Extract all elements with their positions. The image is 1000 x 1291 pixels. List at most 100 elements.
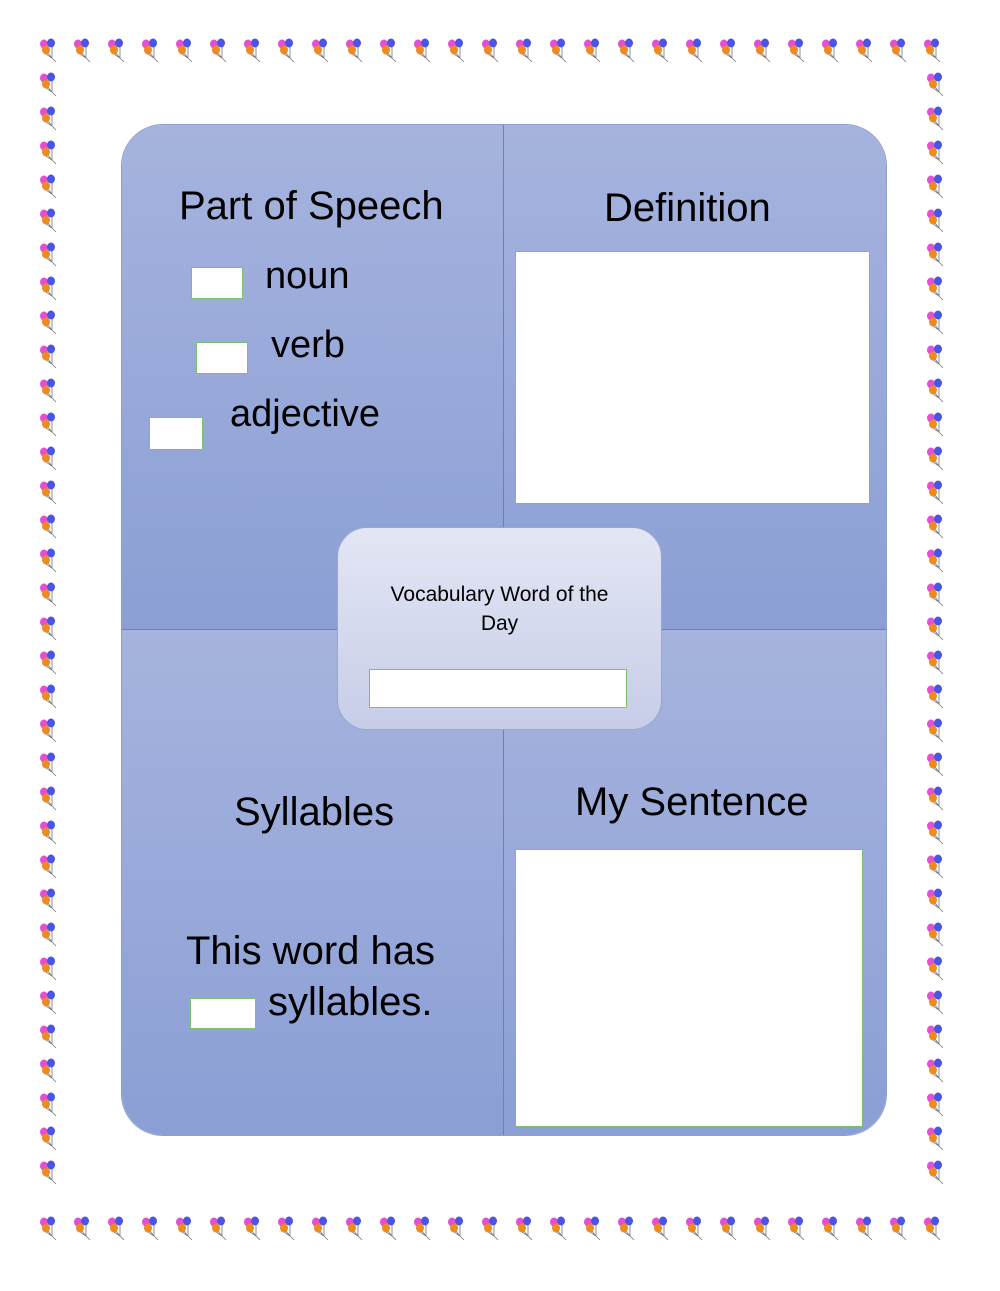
balloon-cluster-icon [927, 990, 944, 1015]
balloon-cluster-icon [652, 1216, 669, 1241]
balloon-cluster-icon [754, 1216, 771, 1241]
balloon-cluster-icon [244, 1216, 261, 1241]
balloon-cluster-icon [927, 582, 944, 607]
balloon-cluster-icon [40, 310, 57, 335]
balloon-cluster-icon [40, 888, 57, 913]
balloon-cluster-icon [652, 38, 669, 63]
syllables-heading: Syllables [234, 790, 395, 834]
balloon-cluster-icon [244, 38, 261, 63]
balloon-cluster-icon [40, 1126, 57, 1151]
balloon-cluster-icon [482, 38, 499, 63]
balloon-cluster-icon [927, 276, 944, 301]
balloon-cluster-icon [927, 174, 944, 199]
balloon-cluster-icon [448, 38, 465, 63]
balloon-cluster-icon [890, 38, 907, 63]
balloon-cluster-icon [40, 412, 57, 437]
balloon-cluster-icon [346, 38, 363, 63]
definition-heading: Definition [604, 186, 771, 230]
balloon-cluster-icon [927, 922, 944, 947]
balloon-cluster-icon [346, 1216, 363, 1241]
balloon-cluster-icon [482, 1216, 499, 1241]
balloon-cluster-icon [856, 1216, 873, 1241]
balloon-cluster-icon [40, 1160, 57, 1185]
balloon-cluster-icon [40, 480, 57, 505]
balloon-cluster-icon [278, 1216, 295, 1241]
balloon-cluster-icon [927, 956, 944, 981]
noun-label: noun [265, 255, 350, 297]
balloon-cluster-icon [927, 650, 944, 675]
balloon-cluster-icon [927, 718, 944, 743]
balloon-cluster-icon [74, 38, 91, 63]
noun-checkbox[interactable] [191, 267, 243, 299]
balloon-cluster-icon [312, 1216, 329, 1241]
balloon-cluster-icon [40, 548, 57, 573]
balloon-cluster-icon [927, 344, 944, 369]
balloon-cluster-icon [856, 38, 873, 63]
balloon-cluster-icon [210, 1216, 227, 1241]
balloon-cluster-icon [40, 854, 57, 879]
balloon-cluster-icon [927, 106, 944, 131]
balloon-cluster-icon [40, 990, 57, 1015]
balloon-cluster-icon [927, 616, 944, 641]
balloon-cluster-icon [74, 1216, 91, 1241]
balloon-cluster-icon [40, 174, 57, 199]
balloon-cluster-icon [927, 1160, 944, 1185]
balloon-cluster-icon [40, 276, 57, 301]
balloon-cluster-icon [40, 1058, 57, 1083]
balloon-cluster-icon [380, 38, 397, 63]
balloon-cluster-icon [927, 1092, 944, 1117]
balloon-cluster-icon [40, 684, 57, 709]
definition-input[interactable] [515, 251, 870, 504]
balloon-cluster-icon [927, 480, 944, 505]
balloon-cluster-icon [927, 514, 944, 539]
balloon-cluster-icon [40, 106, 57, 131]
adjective-checkbox[interactable] [149, 417, 203, 450]
balloon-cluster-icon [927, 412, 944, 437]
balloon-cluster-icon [927, 208, 944, 233]
balloon-cluster-icon [312, 38, 329, 63]
balloon-cluster-icon [40, 446, 57, 471]
balloon-cluster-icon [924, 38, 941, 63]
balloon-cluster-icon [927, 242, 944, 267]
syllables-sentence-end: syllables. [268, 980, 433, 1024]
balloon-cluster-icon [550, 1216, 567, 1241]
balloon-cluster-icon [40, 718, 57, 743]
balloon-cluster-icon [927, 786, 944, 811]
balloon-cluster-icon [686, 38, 703, 63]
syllable-count-input[interactable] [190, 998, 256, 1029]
balloon-cluster-icon [40, 752, 57, 777]
balloon-cluster-icon [927, 752, 944, 777]
verb-checkbox[interactable] [196, 342, 248, 374]
balloon-cluster-icon [927, 684, 944, 709]
word-of-the-day-title: Vocabulary Word of the Day [390, 583, 609, 635]
balloon-cluster-icon [720, 1216, 737, 1241]
balloon-cluster-icon [40, 140, 57, 165]
balloon-cluster-icon [754, 38, 771, 63]
balloon-cluster-icon [40, 1092, 57, 1117]
vocabulary-word-input[interactable] [369, 669, 627, 708]
my-sentence-input[interactable] [515, 849, 863, 1127]
balloon-cluster-icon [40, 616, 57, 641]
balloon-cluster-icon [618, 38, 635, 63]
balloon-cluster-icon [927, 820, 944, 845]
balloon-cluster-icon [788, 1216, 805, 1241]
balloon-cluster-icon [927, 140, 944, 165]
balloon-cluster-icon [40, 208, 57, 233]
balloon-cluster-icon [618, 1216, 635, 1241]
verb-label: verb [271, 324, 345, 366]
balloon-cluster-icon [40, 344, 57, 369]
balloon-cluster-icon [927, 1058, 944, 1083]
balloon-cluster-icon [927, 446, 944, 471]
balloon-cluster-icon [40, 378, 57, 403]
balloon-cluster-icon [414, 1216, 431, 1241]
syllables-sentence-start: This word has [186, 929, 435, 973]
balloon-cluster-icon [40, 38, 57, 63]
balloon-cluster-icon [927, 888, 944, 913]
balloon-cluster-icon [822, 1216, 839, 1241]
balloon-cluster-icon [720, 38, 737, 63]
balloon-cluster-icon [822, 38, 839, 63]
balloon-cluster-icon [40, 514, 57, 539]
balloon-cluster-icon [927, 310, 944, 335]
balloon-cluster-icon [516, 1216, 533, 1241]
